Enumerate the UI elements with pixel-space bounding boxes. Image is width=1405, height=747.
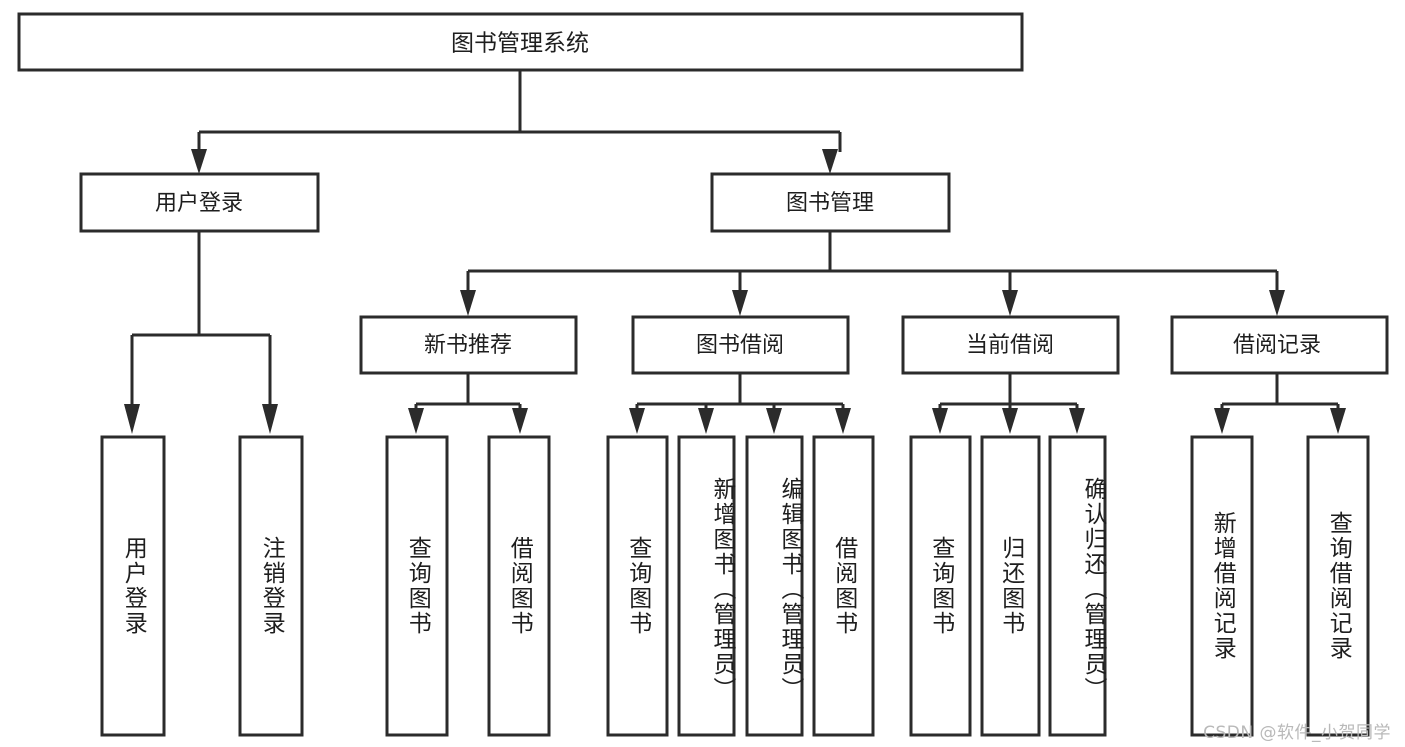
arrow-head-icon (835, 408, 851, 434)
arrow-head-icon (460, 290, 476, 316)
node-book-management[interactable]: 图书管理 (710, 172, 951, 233)
leaf-node-logout[interactable] (238, 435, 304, 737)
connector-bookborrow-to-leaves (629, 373, 851, 434)
leaf-node-return-book[interactable] (980, 435, 1041, 737)
arrow-head-icon (629, 408, 645, 434)
leaf-node-borrow-book[interactable] (812, 435, 875, 737)
arrow-head-icon (408, 408, 424, 434)
node-user-login[interactable]: 用户登录 (79, 172, 320, 233)
node-current-borrow-label: 当前借阅 (966, 333, 1054, 358)
leaf-node-add-book-admin[interactable] (677, 435, 736, 737)
arrow-head-icon (1002, 408, 1018, 434)
leaf-node-add-borrow-record[interactable] (1190, 435, 1254, 737)
leaf-node-query-book-current[interactable] (909, 435, 972, 737)
connector-bookmgmt-to-level3 (460, 231, 1285, 316)
arrow-head-icon (1069, 408, 1085, 434)
csdn-watermark: CSDN @软件_小贺同学 (1203, 723, 1391, 743)
arrow-head-icon (512, 408, 528, 434)
leaf-node-query-book-recommend[interactable] (385, 435, 449, 737)
arrow-head-icon (766, 408, 782, 434)
arrow-head-icon (262, 404, 278, 434)
node-borrow-record[interactable]: 借阅记录 (1170, 315, 1389, 375)
arrow-head-icon (124, 404, 140, 434)
arrow-head-icon (822, 149, 838, 174)
arrow-head-icon (732, 290, 748, 316)
arrow-head-icon (1214, 408, 1230, 434)
connector-currentborrow-to-leaves (932, 373, 1085, 434)
leaf-node-confirm-return-admin[interactable] (1048, 435, 1107, 737)
node-borrow-record-label: 借阅记录 (1233, 333, 1321, 358)
arrow-head-icon (1269, 290, 1285, 316)
arrow-head-icon (1330, 408, 1346, 434)
connector-root-to-level2 (191, 70, 842, 174)
arrow-head-icon (191, 149, 207, 174)
arrow-head-icon (932, 408, 948, 434)
node-book-borrow[interactable]: 图书借阅 (631, 315, 850, 375)
node-book-management-label: 图书管理 (786, 191, 874, 216)
leaf-node-query-book-borrow[interactable] (606, 435, 669, 737)
node-root-label: 图书管理系统 (451, 31, 589, 57)
leaf-node-edit-book-admin[interactable] (745, 435, 804, 737)
connector-borrowrecord-to-leaves (1214, 373, 1346, 434)
leaf-node-user-login[interactable] (100, 435, 166, 737)
arrow-head-icon (698, 408, 714, 434)
node-new-book-recommend[interactable]: 新书推荐 (359, 315, 578, 375)
node-current-borrow[interactable]: 当前借阅 (901, 315, 1120, 375)
arrow-head-icon (1002, 290, 1018, 316)
node-user-login-label: 用户登录 (155, 191, 243, 216)
connector-newbook-to-leaves (408, 373, 528, 434)
node-book-borrow-label: 图书借阅 (696, 333, 784, 358)
leaf-node-borrow-book-recommend[interactable] (487, 435, 551, 737)
node-root-system[interactable]: 图书管理系统 (17, 12, 1024, 72)
connector-userlogin-to-leaves (124, 231, 278, 434)
leaf-node-query-borrow-record[interactable] (1306, 435, 1370, 737)
node-new-book-recommend-label: 新书推荐 (424, 333, 512, 358)
